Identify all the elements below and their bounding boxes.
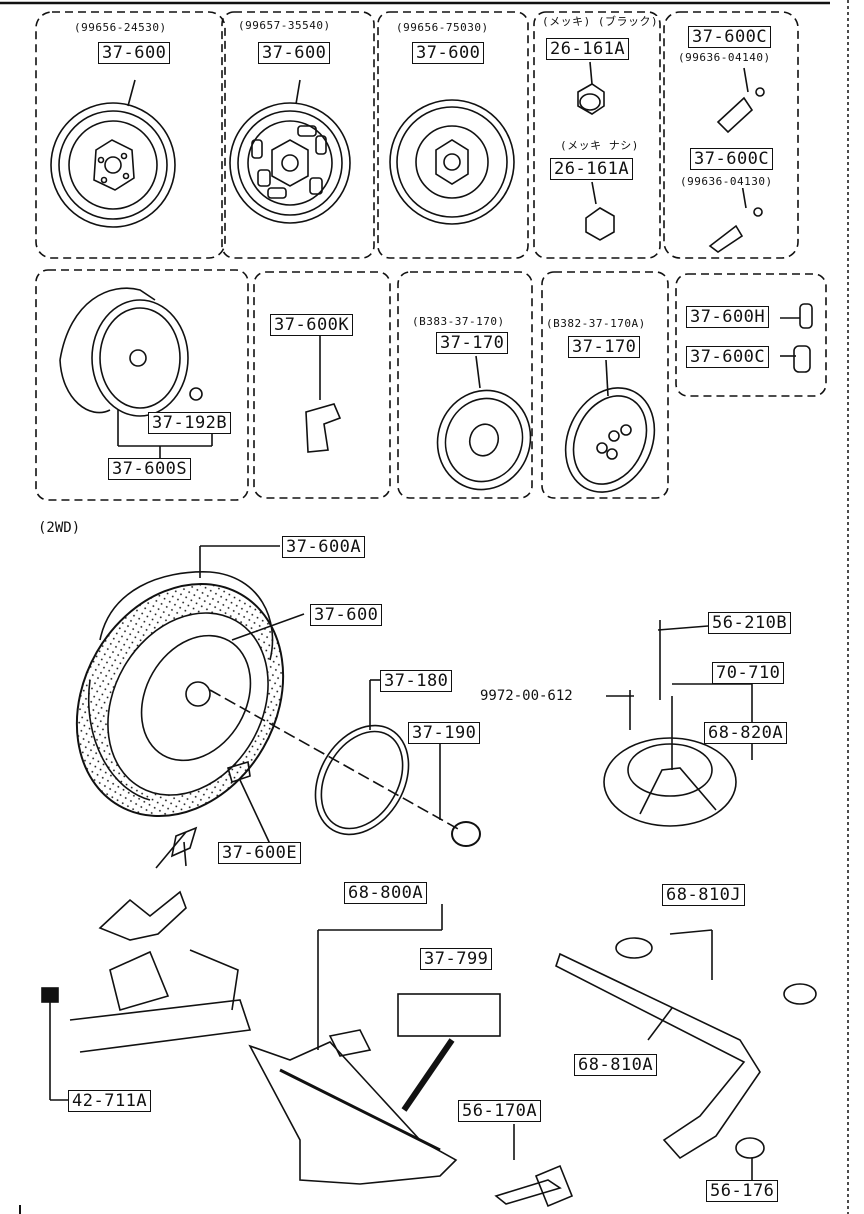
wheel-cover-2-drawing xyxy=(564,359,656,493)
panel8-sub: (B383-37-170) xyxy=(412,315,505,328)
callout-handle[interactable]: 68-810A xyxy=(574,1054,658,1076)
wheel-nut-drawings xyxy=(577,61,615,241)
socket-bar-drawing xyxy=(494,1124,574,1208)
panel-wheel-3 xyxy=(377,11,529,259)
panel3-part[interactable]: 37-600 xyxy=(412,42,485,64)
panel9-sub: (B382-37-170A) xyxy=(546,317,646,330)
panel-valve-set xyxy=(675,273,827,397)
clip-drawing xyxy=(227,760,271,845)
callout-tire[interactable]: 37-600A xyxy=(282,536,366,558)
panel6-part1[interactable]: 37-192B xyxy=(148,412,232,434)
callout-clip[interactable]: 37-600E xyxy=(218,842,302,864)
steel-wheel-3-drawing xyxy=(389,99,515,225)
section-label: (2WD) xyxy=(38,520,81,536)
panel5-sub1: (99636-04140) xyxy=(678,51,771,64)
frame-jack-drawing xyxy=(41,831,252,1101)
spare-carrier-drawing xyxy=(603,620,753,827)
panel10-part1[interactable]: 37-600H xyxy=(686,306,770,328)
valve-set-drawings xyxy=(780,303,813,373)
panel7-part[interactable]: 37-600K xyxy=(270,314,354,336)
panel1-sub: (99656-24530) xyxy=(74,21,167,34)
panel-balance-weight xyxy=(253,271,391,499)
panel-cover-2 xyxy=(541,271,669,499)
wrench-handle-drawing xyxy=(555,929,817,1180)
callout-handle-set[interactable]: 68-810J xyxy=(662,884,746,906)
panel6-part2[interactable]: 37-600S xyxy=(108,458,192,480)
steel-wheel-1-drawing xyxy=(50,79,176,228)
panel3-sub: (99656-75030) xyxy=(396,21,489,34)
callout-wheel[interactable]: 37-600 xyxy=(310,604,383,626)
callout-holder[interactable]: 68-820A xyxy=(704,722,788,744)
tire-assembly-drawing xyxy=(75,545,461,831)
callout-rubber[interactable]: 42-711A xyxy=(68,1090,152,1112)
hub-plate-drawing xyxy=(408,741,481,847)
panel5-part1[interactable]: 37-600C xyxy=(688,26,772,48)
callout-hub-plate[interactable]: 37-190 xyxy=(408,722,481,744)
t-handle-drawing xyxy=(170,826,198,867)
panel4-sub2: (メッキ ナシ) xyxy=(560,139,639,152)
panel10-part2[interactable]: 37-600C xyxy=(686,346,770,368)
callout-cap[interactable]: 56-176 xyxy=(706,1180,779,1202)
panel-cover-1 xyxy=(397,271,533,499)
panel2-part[interactable]: 37-600 xyxy=(258,42,331,64)
panel4-sub1: (メッキ) (ブラック) xyxy=(542,15,659,28)
panel2-sub: (99657-35540) xyxy=(238,19,331,32)
callout-bolt[interactable]: 56-210B xyxy=(708,612,792,634)
panel5-sub2: (99636-04130) xyxy=(680,175,773,188)
callout-spacer[interactable]: 37-180 xyxy=(380,670,453,692)
panel-valves xyxy=(663,11,799,259)
panel4-part1[interactable]: 26-161A xyxy=(546,38,630,60)
panel5-part2[interactable]: 37-600C xyxy=(690,148,774,170)
callout-jack-set[interactable]: 68-800A xyxy=(344,882,428,904)
wheel-cover-1-drawing xyxy=(436,355,532,491)
balance-weight-drawing xyxy=(305,336,342,453)
panel4-part2[interactable]: 26-161A xyxy=(550,158,634,180)
callout-nut[interactable]: 9972-00-612 xyxy=(480,688,573,704)
scissor-jack-drawing xyxy=(248,904,501,1185)
steel-wheel-2-drawing xyxy=(229,79,351,224)
callout-bar[interactable]: 56-170A xyxy=(458,1100,542,1122)
panel8-part[interactable]: 37-170 xyxy=(436,332,509,354)
callout-caution-label[interactable]: 37-799 xyxy=(420,948,493,970)
alloy-wheel-drawing xyxy=(59,287,213,458)
panel-alloy-wheel xyxy=(35,269,249,501)
spacer-ring-drawing xyxy=(314,679,410,836)
panel1-part[interactable]: 37-600 xyxy=(98,42,171,64)
panel9-part[interactable]: 37-170 xyxy=(568,336,641,358)
panel-wheel-1 xyxy=(35,11,226,259)
callout-bracket[interactable]: 70-710 xyxy=(712,662,785,684)
valve-drawings xyxy=(708,67,765,253)
